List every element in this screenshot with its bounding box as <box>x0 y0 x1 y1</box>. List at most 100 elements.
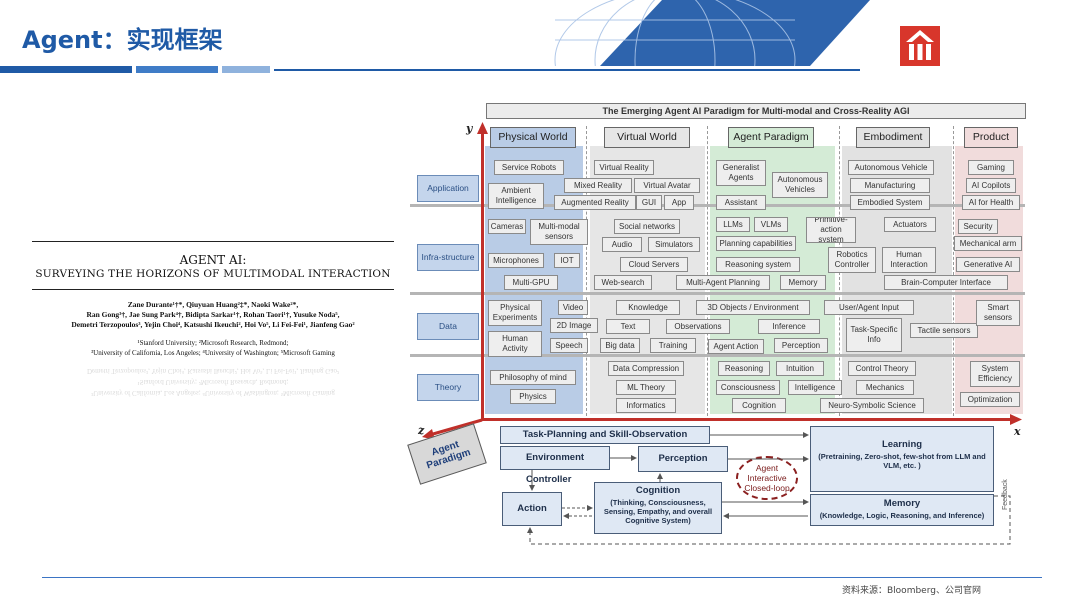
chip: AI Copilots <box>966 178 1016 193</box>
chip: Intelligence <box>788 380 842 395</box>
chip: 2D Image <box>550 318 598 333</box>
chip: Augmented Reality <box>554 195 636 210</box>
agent-interactive-loop: Agent Interactive Closed-loop <box>736 456 798 500</box>
paper-top-rule <box>32 241 394 242</box>
chip: Philosophy of mind <box>490 370 576 385</box>
chip: Neuro-Symbolic Science <box>820 398 924 413</box>
chip: Data Compression <box>608 361 684 376</box>
chip: Knowledge <box>616 300 680 315</box>
chip: GUI <box>636 195 662 210</box>
row-label-theory: Theory <box>417 374 479 401</box>
chip: Inference <box>758 319 820 334</box>
row-label-application: Application <box>417 175 479 202</box>
chip: ML Theory <box>616 380 676 395</box>
chip: Gaming <box>968 160 1014 175</box>
task-planning-box: Task-Planning and Skill-Observation <box>500 426 710 444</box>
diagram-title: The Emerging Agent AI Paradigm for Multi… <box>486 103 1026 119</box>
memory-box: Memory (Knowledge, Logic, Reasoning, and… <box>810 494 994 526</box>
chip: Manufacturing <box>850 178 930 193</box>
chip: Actuators <box>884 217 936 232</box>
column-head-product: Product <box>964 127 1018 148</box>
chip: Human Interaction <box>882 247 936 273</box>
chip: Memory <box>780 275 826 290</box>
perception-box: Perception <box>638 446 728 472</box>
chip: Mechanical arm <box>954 236 1022 251</box>
chip: Optimization <box>960 392 1020 407</box>
chip: Video <box>558 300 588 315</box>
chip: Service Robots <box>494 160 564 175</box>
chip: Cameras <box>488 219 526 234</box>
controller-label: Controller <box>526 474 572 485</box>
paper-authors: Zane Durante¹†*, Qiuyuan Huang²‡*, Naoki… <box>71 300 355 329</box>
chip: AI for Health <box>962 195 1020 210</box>
agent-ai-paradigm-diagram: The Emerging Agent AI Paradigm for Multi… <box>407 96 1040 566</box>
column-head-agent-paradigm: Agent Paradigm <box>728 127 814 148</box>
learning-box: Learning (Pretraining, Zero-shot, few-sh… <box>810 426 994 492</box>
y-axis <box>481 128 484 421</box>
chip: Agent Action <box>708 339 764 354</box>
column-separator <box>707 126 708 416</box>
chip: Reasoning <box>718 361 770 376</box>
chip: Cloud Servers <box>620 257 688 272</box>
globe-banner <box>430 0 990 66</box>
company-logo <box>900 26 940 66</box>
chip: Security <box>958 219 998 234</box>
chip: Autonomous Vehicle <box>848 160 934 175</box>
chip: Perception <box>774 338 828 353</box>
chip: Training <box>650 338 696 353</box>
paper-bottom-rule <box>32 289 394 290</box>
paper-affiliations: ¹Stanford University; ²Microsoft Researc… <box>91 339 335 357</box>
chip: Informatics <box>616 398 676 413</box>
paper-reflection: ³University of California, Los Angeles; … <box>86 367 340 397</box>
z-axis-label: z <box>418 424 425 437</box>
chip: Multi-Agent Planning <box>676 275 770 290</box>
chip: Human Activity <box>488 331 542 357</box>
chip: Microphones <box>488 253 544 268</box>
x-axis <box>481 418 1016 421</box>
column-separator <box>953 126 954 416</box>
cognition-box: Cognition (Thinking, Consciousness, Sens… <box>594 482 722 534</box>
chip: Mixed Reality <box>564 178 632 193</box>
chip: Speech <box>550 338 588 353</box>
chip: Observations <box>666 319 730 334</box>
chip: 3D Objects / Environment <box>696 300 810 315</box>
paper-title: AGENT AI: <box>179 253 247 267</box>
footer-rule <box>42 577 1042 578</box>
chip: Physical Experiments <box>488 300 542 326</box>
chip: Brain-Computer Interface <box>884 275 1008 290</box>
paper-subtitle: SURVEYING THE HORIZONS OF MULTIMODAL INT… <box>35 268 391 280</box>
chip: Cognition <box>732 398 786 413</box>
header-color-bars <box>0 66 860 74</box>
row-label-data: Data <box>417 313 479 340</box>
chip: Autonomous Vehicles <box>772 172 828 198</box>
chip: LLMs <box>716 217 750 232</box>
column-separator <box>586 126 587 416</box>
chip: Generalist Agents <box>716 160 766 186</box>
x-axis-label: x <box>1014 425 1021 438</box>
chip: Intuition <box>776 361 824 376</box>
chip: Reasoning system <box>716 257 800 272</box>
chip: Primitive-action system <box>806 217 856 243</box>
paradigm-arrows <box>527 432 1011 545</box>
chip: Mechanics <box>856 380 914 395</box>
chip: VLMs <box>754 217 788 232</box>
chip: Simulators <box>648 237 700 252</box>
chip: Text <box>606 319 650 334</box>
y-axis-label: y <box>466 122 473 135</box>
chip: Consciousness <box>716 380 780 395</box>
chip: Planning capabilities <box>716 236 796 251</box>
chip: Big data <box>600 338 640 353</box>
axis-arrows <box>422 122 1022 440</box>
source-note: 资料来源：Bloomberg、公司官网 <box>842 586 981 596</box>
slide-title: Agent：实现框架 <box>22 26 223 54</box>
chip: Embodied System <box>850 195 930 210</box>
chip: Web-search <box>594 275 652 290</box>
column-head-virtual-world: Virtual World <box>604 127 690 148</box>
chip: System Efficiency <box>970 361 1020 387</box>
chip: Virtual Reality <box>594 160 654 175</box>
chip: Multi-GPU <box>504 275 558 290</box>
chip: Multi-modal sensors <box>530 219 588 245</box>
chip: Tactile sensors <box>910 323 978 338</box>
chip: Virtual Avatar <box>634 178 700 193</box>
chip: Social networks <box>614 219 680 234</box>
